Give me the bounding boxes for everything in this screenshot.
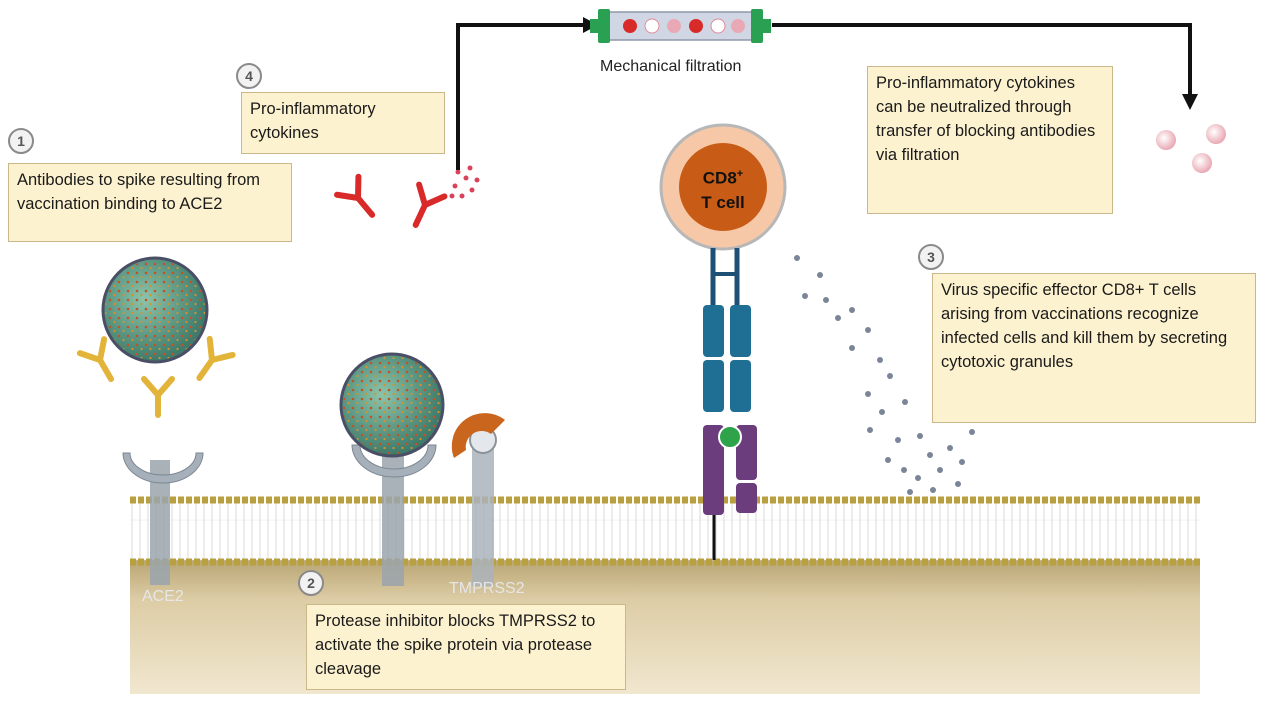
virus-particle-bound <box>339 352 445 458</box>
cd8-label-line2: T cell <box>701 192 745 212</box>
virus-particle-free <box>101 256 209 364</box>
step-1-number: 1 <box>8 128 34 154</box>
step-4-number: 4 <box>236 63 262 89</box>
filtration-label: Mechanical filtration <box>600 58 742 75</box>
t-cell-receptor <box>703 248 751 412</box>
flow-arrow-from-filter <box>772 23 1192 95</box>
tmprss2-label: TMPRSS2 <box>449 580 525 597</box>
flow-arrow-to-filter <box>456 23 585 170</box>
cd8-label-sup: + <box>736 168 744 180</box>
cell-membrane <box>130 496 1200 566</box>
protease-inhibitor <box>451 413 505 458</box>
mhc-complex <box>703 425 757 560</box>
tmprss2-protein <box>469 426 497 586</box>
ace2-receptor-bound <box>351 444 437 586</box>
step-1-description: Antibodies to spike resulting from vacci… <box>8 163 292 242</box>
cytoplasm <box>130 560 1200 694</box>
filtration-cartridge <box>590 9 771 43</box>
step-3-number: 3 <box>918 244 944 270</box>
spike-antibodies <box>76 335 236 418</box>
cytotoxic-granules <box>794 255 975 495</box>
blocking-antibodies <box>333 173 448 228</box>
cd8-t-cell <box>659 123 787 251</box>
cd8-t-cell-label: CD8+ T cell <box>676 162 770 215</box>
neutralized-particles <box>1156 124 1226 173</box>
ace2-label: ACE2 <box>142 588 184 605</box>
cd8-label-line1: CD8 <box>702 168 737 188</box>
flow-arrowhead-down <box>1182 94 1198 110</box>
neutralization-note: Pro-inflammatory cytokines can be neutra… <box>867 66 1113 214</box>
step-3-description: Virus specific effector CD8+ T cells ari… <box>932 273 1256 423</box>
step-4-description: Pro-inflammatory cytokines <box>241 92 445 154</box>
cytokine-cluster <box>449 165 480 199</box>
ace2-receptor-left <box>122 452 204 585</box>
step-2-number: 2 <box>298 570 324 596</box>
step-2-description: Protease inhibitor blocks TMPRSS2 to act… <box>306 604 626 690</box>
